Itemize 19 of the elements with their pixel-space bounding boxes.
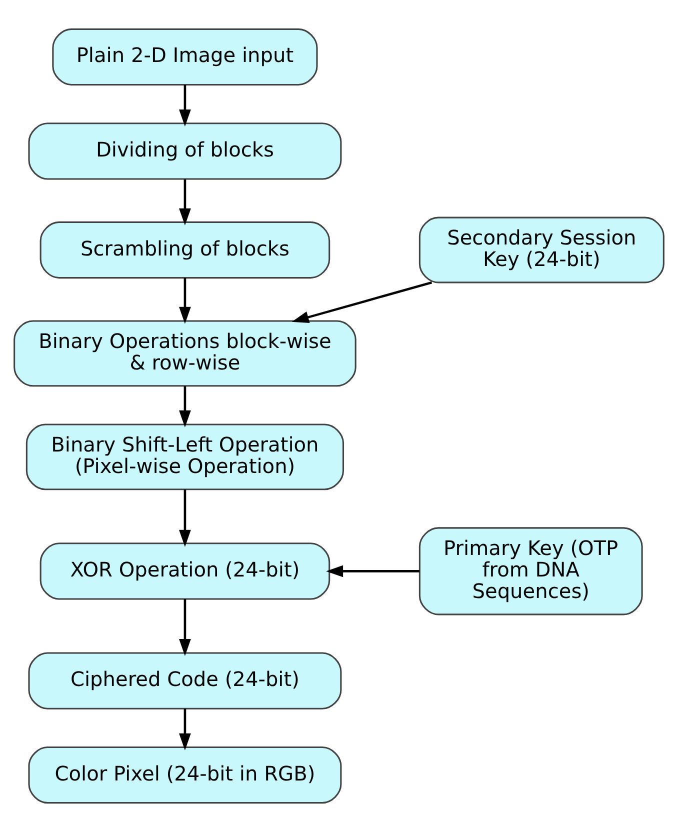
- node-box: Binary Operations block-wise & row-wise: [14, 320, 356, 387]
- arrow: [179, 489, 191, 547]
- node-box: Secondary Session Key (24-bit): [418, 216, 664, 284]
- node-box: Primary Key (OTP from DNA Sequences): [418, 527, 643, 616]
- arrow: [179, 84, 191, 127]
- node-box: Plain 2-D Image input: [52, 28, 318, 86]
- arrow: [326, 565, 420, 578]
- node-box: Dividing of blocks: [28, 122, 342, 180]
- arrow: [292, 281, 432, 323]
- node-box: Ciphered Code (24-bit): [28, 652, 342, 710]
- node-box: Scrambling of blocks: [40, 221, 330, 279]
- node-box: XOR Operation (24-bit): [40, 542, 330, 600]
- arrow: [179, 278, 191, 324]
- arrow: [179, 179, 191, 226]
- arrow: [179, 386, 191, 428]
- arrow: [179, 599, 191, 656]
- node-box: Color Pixel (24-bit in RGB): [28, 746, 342, 804]
- node-box: Binary Shift-Left Operation (Pixel-wise Operation): [26, 424, 344, 490]
- arrow: [179, 708, 191, 750]
